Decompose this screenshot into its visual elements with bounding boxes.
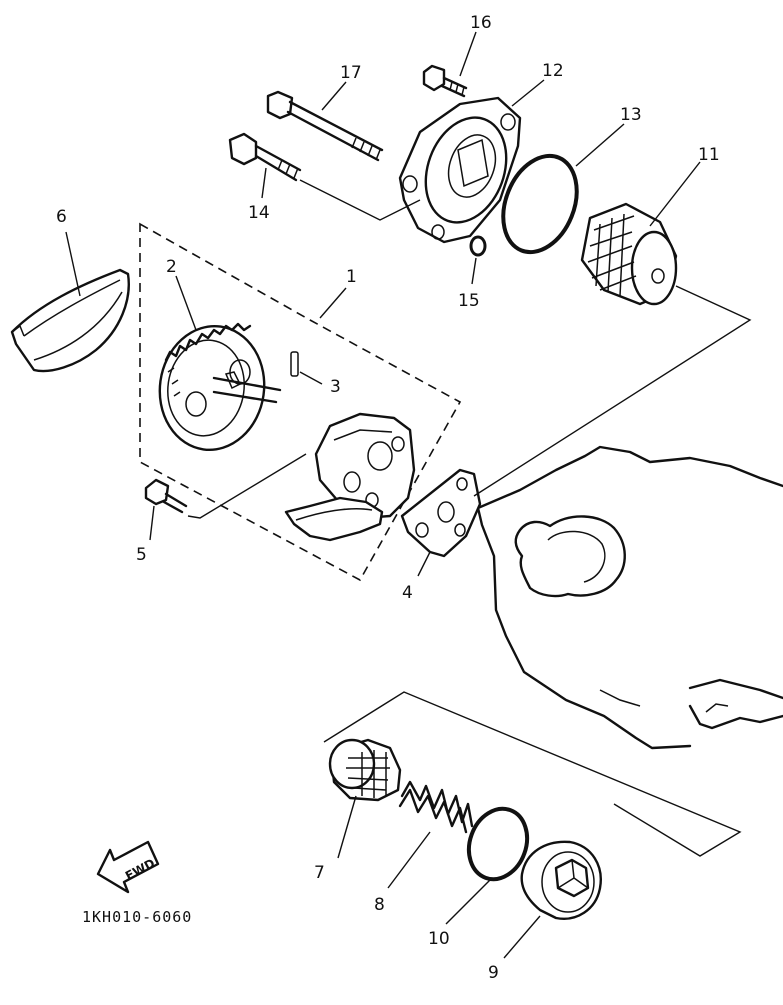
part-labels: 1 2 3 4 5 6 7 8 9 10 11 12 13 14 15 16 1… [56, 13, 720, 983]
forward-direction-arrow: FWD [96, 840, 160, 894]
label-part-3: 3 [330, 377, 341, 397]
label-part-2: 2 [166, 257, 177, 277]
label-part-16: 16 [470, 13, 492, 33]
label-part-1: 1 [346, 267, 357, 287]
part-10-o-ring [466, 806, 530, 882]
label-part-6: 6 [56, 207, 67, 227]
pump-body [284, 412, 416, 542]
part-9-drain-plug [520, 840, 602, 920]
label-part-5: 5 [136, 545, 147, 565]
label-part-13: 13 [620, 105, 642, 125]
label-part-14: 14 [248, 203, 270, 223]
part-5-screw [144, 478, 188, 514]
part-15-o-ring-small [469, 235, 487, 257]
part-11-oil-filter [580, 202, 678, 306]
part-8-spring [398, 780, 474, 834]
part-14-bolt [228, 132, 302, 182]
part-12-filter-cover [398, 96, 522, 244]
assembly-lines [187, 179, 752, 857]
part-6-cover [10, 268, 130, 373]
label-part-11: 11 [698, 145, 720, 165]
part-16-bolt [422, 64, 468, 98]
drawing-code: 1KH010-6060 [82, 908, 192, 926]
label-part-15: 15 [458, 291, 480, 311]
part-7-strainer [328, 738, 402, 802]
part-17-long-bolt [266, 90, 384, 162]
part-13-o-ring [501, 153, 579, 255]
part-4-gasket [400, 468, 482, 558]
part-2-gear [158, 322, 282, 452]
label-part-8: 8 [374, 895, 385, 915]
label-part-4: 4 [402, 583, 413, 603]
label-part-12: 12 [542, 61, 564, 81]
label-part-17: 17 [340, 63, 362, 83]
label-leaders [65, 31, 701, 959]
crankcase-outline [476, 445, 783, 750]
label-part-10: 10 [428, 929, 450, 949]
label-part-7: 7 [314, 863, 325, 883]
label-part-9: 9 [488, 963, 499, 983]
part-3-pin [290, 351, 299, 377]
